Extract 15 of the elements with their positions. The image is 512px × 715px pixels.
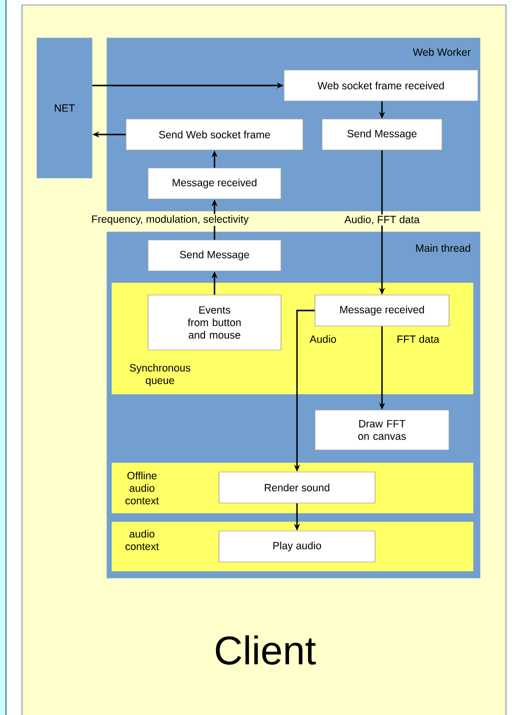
process-box: Render sound xyxy=(218,472,376,504)
process-box: Send Web socket frame xyxy=(126,118,304,150)
process-box: Draw FFT on canvas xyxy=(314,410,450,450)
edge-label: Frequency, modulation, selectivity xyxy=(90,214,250,226)
net-block: NET xyxy=(36,38,92,178)
edge-label: FFT data xyxy=(398,335,440,343)
process-box: Web socket frame received xyxy=(284,70,478,102)
process-box: Play audio xyxy=(218,530,376,562)
process-box: Send Message xyxy=(322,118,442,150)
edge-label: Audio xyxy=(310,335,336,343)
process-box: Events from button and mouse xyxy=(148,294,282,350)
process-box: Send Message xyxy=(148,240,282,272)
process-box: Message received xyxy=(148,168,282,200)
process-box: Message received xyxy=(314,294,450,326)
edge-label: Audio, FFT data xyxy=(343,214,421,226)
